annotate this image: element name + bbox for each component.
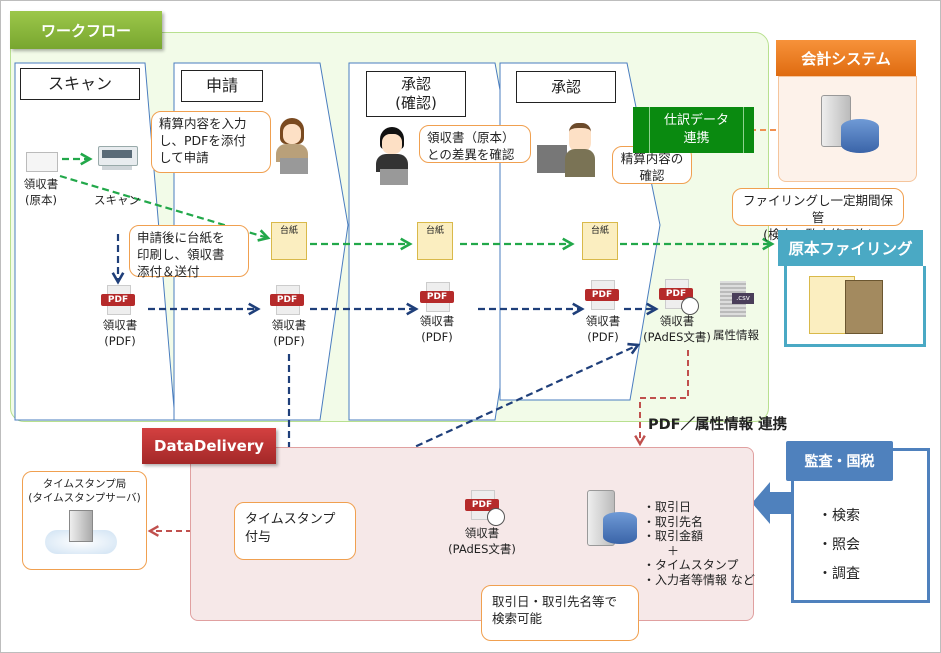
receipt-paper-icon: [26, 152, 58, 172]
receipt-pdf-caption-1: 領収書 (PDF): [102, 318, 138, 348]
pdf-label: PDF: [270, 294, 304, 306]
scan-caption: スキャン: [94, 193, 140, 207]
audit-item-investigation: ・調査: [818, 566, 860, 582]
metadata-list: ・取引日 ・取引先名 ・取引金額 ＋ ・タイムスタンプ ・入力者等情報 など: [643, 500, 755, 587]
receipt-pdf-caption-3: 領収書 (PDF): [419, 314, 455, 344]
receipt-pades-caption-dd: 領収書 (PAdES文書): [448, 526, 516, 556]
approver-manager-icon: [537, 123, 597, 181]
pdf-attribute-link-label: PDF／属性情報 連携: [648, 417, 788, 433]
bubble-verify-diff: 領収書（原本） との差異を確認: [419, 125, 531, 163]
flow-ts-to-pades: [295, 342, 641, 503]
pdf-label: PDF: [420, 291, 454, 303]
csv-label: .csv: [732, 293, 754, 304]
metadata-item: ・取引日: [643, 500, 692, 514]
bubble-apply: 精算内容を入力 し、PDFを添付 して申請: [151, 111, 271, 173]
lane-label-approve-confirm: 承認 (確認): [366, 71, 466, 117]
pades-pdf-icon: PDF: [659, 279, 699, 315]
metadata-item: ・入力者等情報 など: [643, 572, 755, 587]
csv-icon: .csv: [720, 281, 754, 317]
cabinet-icon: [845, 280, 883, 334]
audit-header: 監査・国税: [786, 441, 893, 481]
applicant-woman-icon: [272, 118, 312, 176]
timestamp-authority-label: タイムスタンプ局 (タイムスタンプサーバ): [28, 478, 141, 504]
original-filing-header: 原本ファイリング: [778, 230, 923, 266]
dd-server-db-icon: [587, 490, 637, 546]
receipt-original-caption: 領収書 (原本): [23, 177, 59, 207]
metadata-item: ・取引先名: [643, 514, 704, 529]
pdf-icon-1: PDF: [101, 285, 135, 317]
audit-arrow: [752, 482, 792, 524]
metadata-item: ・取引金額: [643, 529, 704, 543]
receipt-pades-caption: 領収書 (PAdES文書): [643, 314, 711, 344]
pdf-icon-2: PDF: [270, 285, 304, 317]
daishi-icon-3: 台紙: [582, 222, 618, 260]
attribute-info-caption: 属性情報: [713, 328, 759, 342]
clock-icon: [487, 508, 505, 526]
receipt-pdf-caption-2: 領収書 (PDF): [271, 318, 307, 348]
journal-data-link: 仕訳データ 連携: [633, 107, 754, 153]
flow-pdf-link: [634, 350, 689, 447]
clock-icon: [681, 297, 699, 315]
timestamp-authority-box: タイムスタンプ局 (タイムスタンプサーバ): [22, 471, 147, 570]
pades-pdf-icon-dd: PDF: [465, 490, 505, 526]
bubble-search-note: 取引日・取引先名等で 検索可能: [481, 585, 639, 641]
pdf-icon-3: PDF: [420, 282, 454, 314]
lane-label-scan: スキャン: [20, 68, 140, 100]
lane-label-approve: 承認: [516, 71, 616, 103]
audit-item-search: ・検索: [818, 508, 860, 524]
metadata-item: ・タイムスタンプ: [643, 558, 739, 572]
pdf-icon-4: PDF: [585, 280, 619, 312]
scanner-icon: [98, 140, 138, 174]
data-delivery-tag: DataDelivery: [142, 428, 276, 464]
accounting-system-panel: [778, 76, 917, 182]
pdf-label: PDF: [101, 294, 135, 306]
original-filing-panel: [784, 266, 926, 347]
workflow-tag: ワークフロー: [10, 11, 162, 49]
pdf-label: PDF: [659, 288, 693, 300]
lane-label-apply: 申請: [181, 70, 263, 102]
metadata-item: ＋: [643, 543, 680, 558]
pdf-label: PDF: [465, 499, 499, 511]
timestamp-give-box: タイムスタンプ 付与: [234, 502, 356, 560]
bubble-filing-note: ファイリングし一定期間保管 (検査・監査終了迄): [732, 188, 904, 242]
tsa-server-icon: [69, 510, 93, 542]
bubble-print: 申請後に台紙を 印刷し、領収書 添付＆送付: [129, 225, 249, 279]
pdf-label: PDF: [585, 289, 619, 301]
daishi-icon-2: 台紙: [417, 222, 453, 260]
audit-list: ・検索 ・照会 ・調査: [818, 502, 860, 589]
accounting-system-header: 会計システム: [776, 40, 916, 76]
receipt-pdf-caption-4: 領収書 (PDF): [585, 314, 621, 344]
database-icon: [841, 119, 879, 153]
approver-young-man-icon: [372, 127, 412, 187]
audit-item-inquiry: ・照会: [818, 537, 860, 553]
daishi-icon-1: 台紙: [271, 222, 307, 260]
